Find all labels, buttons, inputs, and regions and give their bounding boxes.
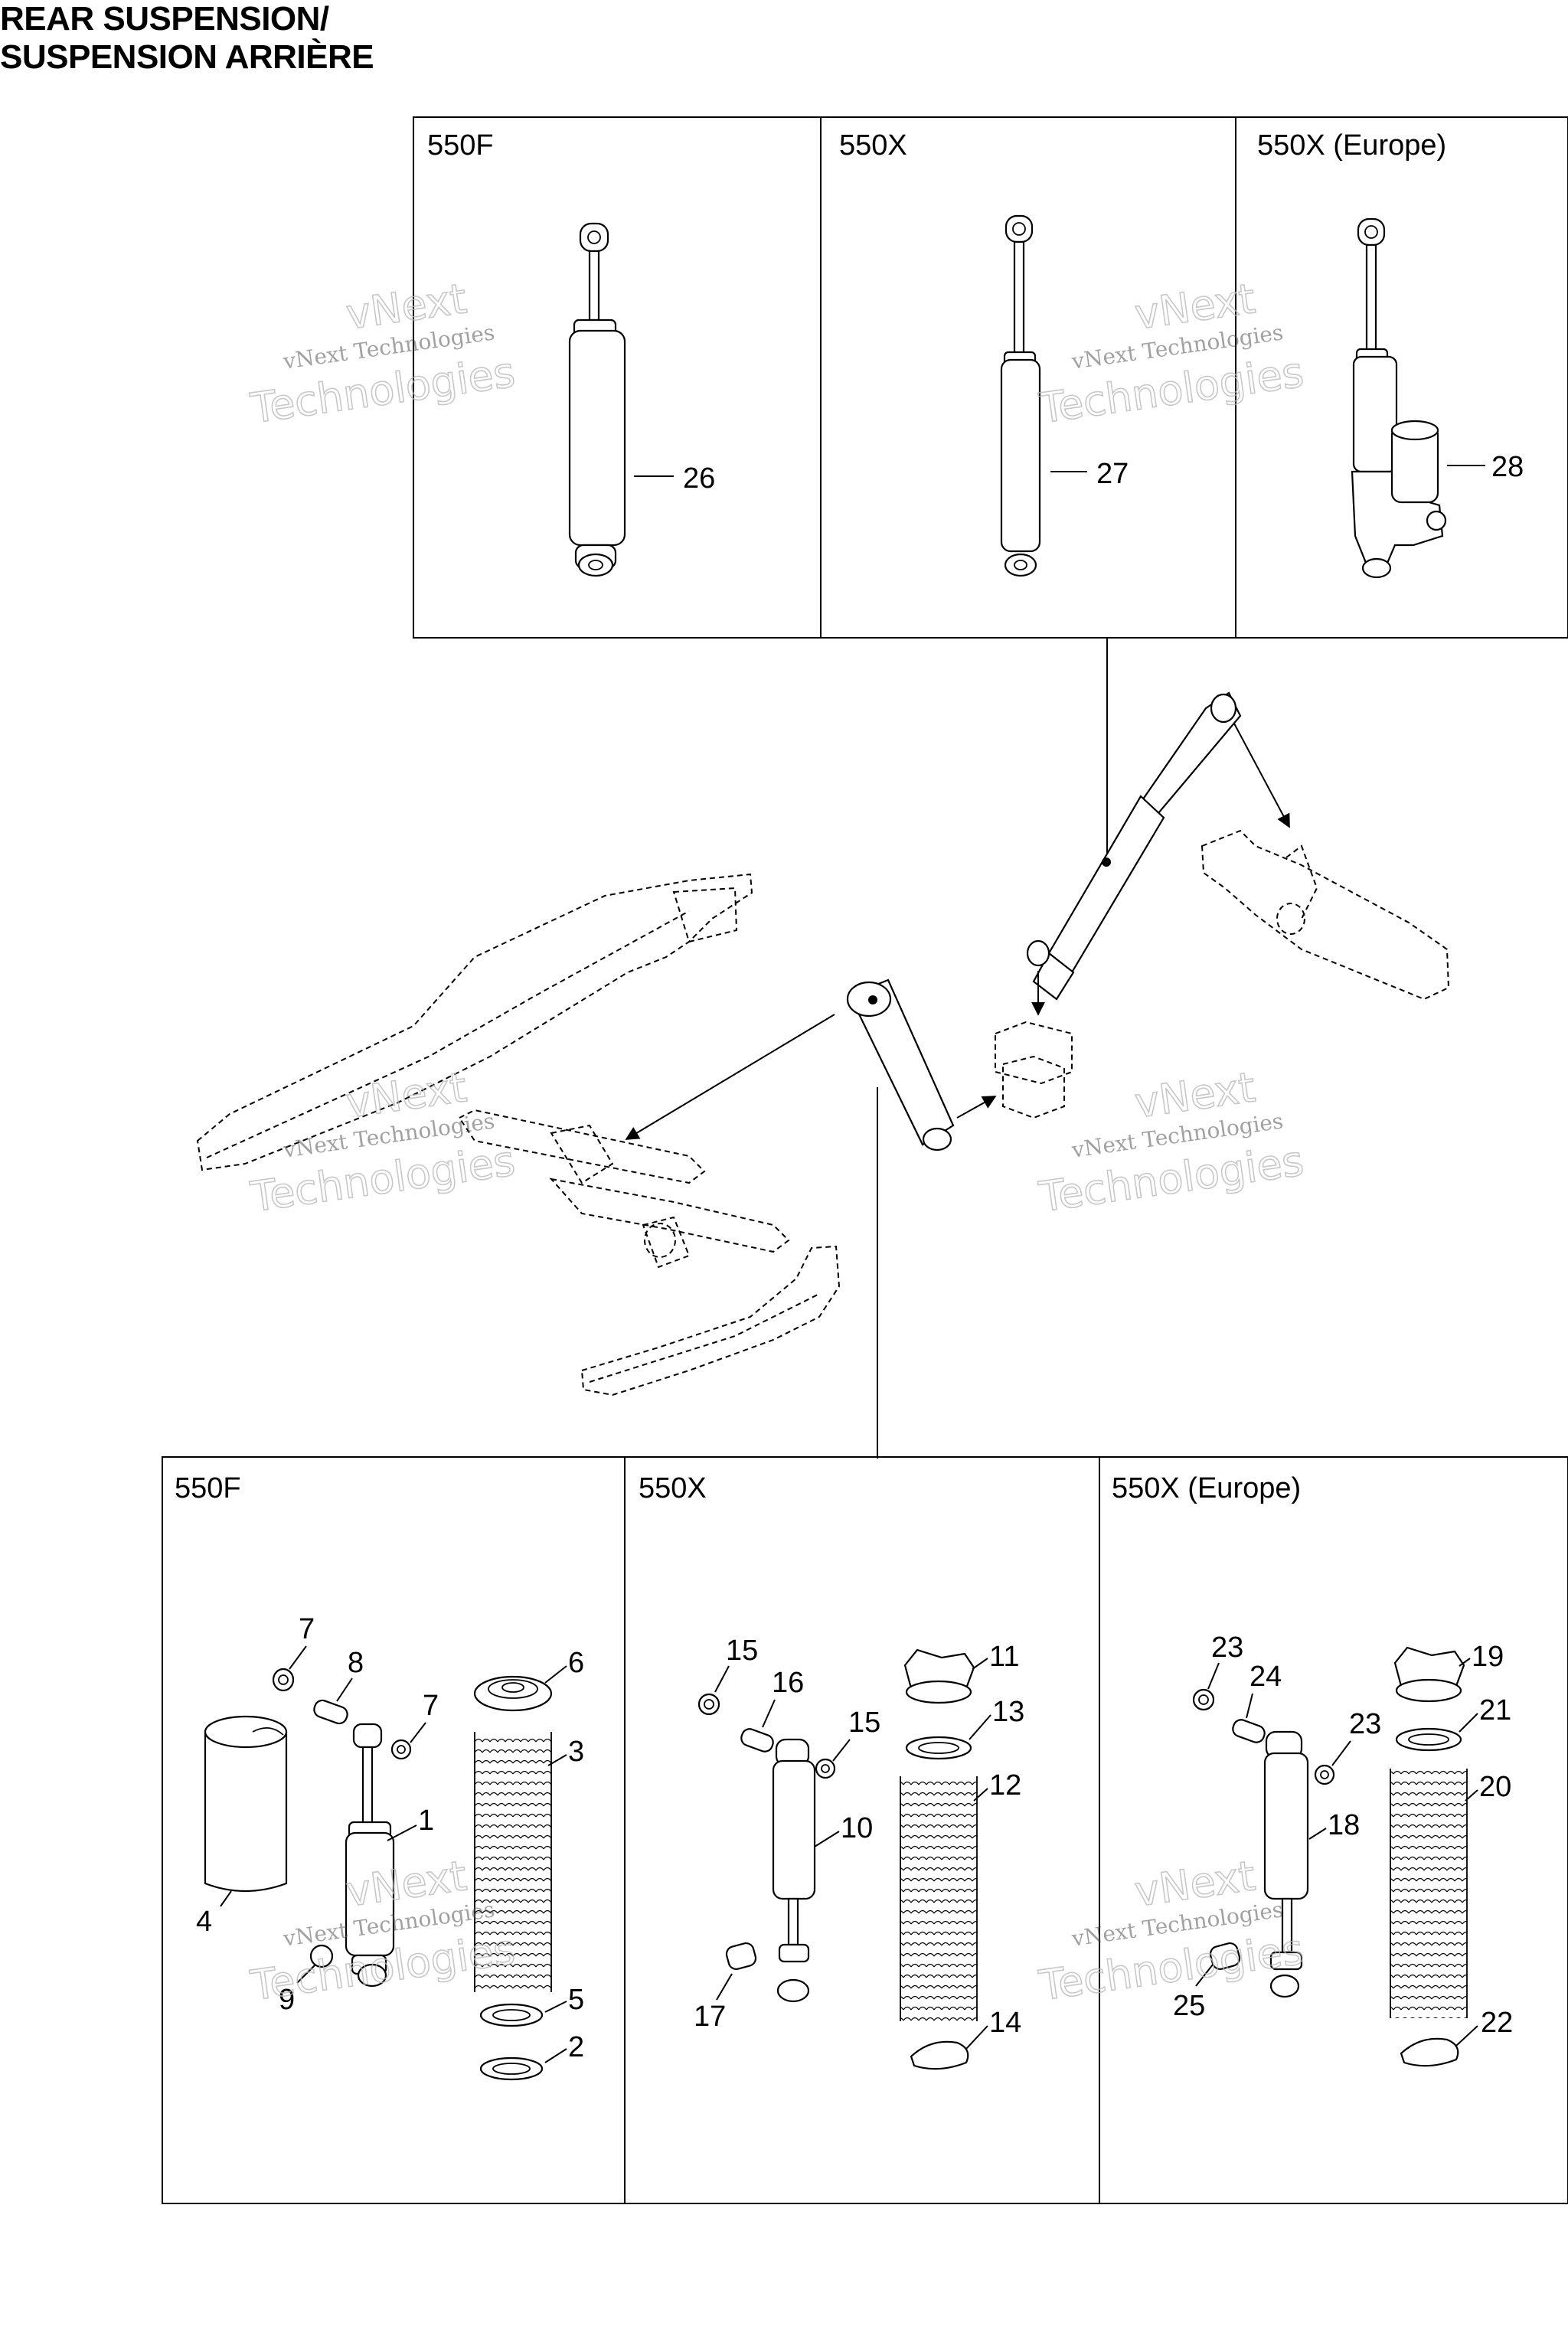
callout-17: 17 bbox=[694, 2001, 726, 2033]
callout-9: 9 bbox=[279, 1984, 295, 2016]
callout-20: 20 bbox=[1479, 1771, 1511, 1803]
top-panel-label-550x-europe: 550X (Europe) bbox=[1257, 129, 1446, 162]
watermark-1: vNext Technologies vNext Technologies bbox=[247, 273, 518, 433]
center-bracket bbox=[995, 1021, 1073, 1085]
installed-coil-shock bbox=[846, 978, 955, 1152]
callout-7: 7 bbox=[299, 1613, 315, 1645]
callout-13: 13 bbox=[992, 1696, 1024, 1728]
watermark-2: vNext Technologies vNext Technologies bbox=[1035, 273, 1307, 433]
callout-2: 2 bbox=[568, 2031, 584, 2063]
exploded-550x: 15 16 15 11 13 12 10 17 14 bbox=[694, 1635, 1024, 2070]
shock-absorber-28: 28 bbox=[1351, 217, 1524, 579]
callout-22: 22 bbox=[1481, 2007, 1513, 2039]
top-panel-group: 550F 550X 550X (Europe) 26 27 bbox=[413, 116, 1568, 639]
rear-arm-upper bbox=[458, 1109, 706, 1184]
callout-23-right: 23 bbox=[1349, 1708, 1381, 1740]
callout-24: 24 bbox=[1250, 1661, 1282, 1693]
bottom-panel-label-550x: 550X bbox=[639, 1472, 707, 1504]
rear-arm-pivot-lower bbox=[642, 1216, 691, 1269]
callout-21: 21 bbox=[1479, 1694, 1511, 1726]
top-panel-label-550x: 550X bbox=[839, 129, 907, 162]
protective-boot bbox=[204, 1730, 288, 1893]
callout-1: 1 bbox=[418, 1805, 434, 1837]
callout-8: 8 bbox=[348, 1647, 364, 1679]
callout-26: 26 bbox=[683, 462, 715, 495]
page-title: REAR SUSPENSION/ SUSPENSION ARRIÈRE bbox=[0, 0, 374, 77]
callout-25: 25 bbox=[1173, 1990, 1205, 2022]
callout-15: 15 bbox=[726, 1635, 758, 1667]
callout-28: 28 bbox=[1491, 451, 1524, 483]
right-rail-inner bbox=[589, 1293, 820, 1383]
exploded-550x-europe: 23 24 23 19 21 20 18 25 22 bbox=[1173, 1632, 1513, 2067]
watermark-3: vNext Technologies vNext Technologies bbox=[247, 1062, 518, 1222]
callout-11: 11 bbox=[989, 1641, 1019, 1673]
callout-27: 27 bbox=[1096, 458, 1129, 490]
rear-arm-pivot bbox=[550, 1124, 614, 1184]
installed-damper bbox=[1026, 691, 1242, 1001]
callout-19: 19 bbox=[1472, 1641, 1504, 1673]
rear-arm-lower bbox=[549, 1178, 790, 1253]
bottom-panel-label-550x-europe: 550X (Europe) bbox=[1112, 1472, 1301, 1504]
arrow-shock-to-bracket bbox=[956, 1096, 997, 1119]
callout-4: 4 bbox=[196, 1906, 212, 1938]
callout-18: 18 bbox=[1328, 1809, 1360, 1841]
callout-7-right: 7 bbox=[423, 1690, 439, 1722]
title-line-french: SUSPENSION ARRIÈRE bbox=[0, 38, 374, 76]
exploded-550f: 7 8 7 6 3 1 4 9 5 2 bbox=[196, 1613, 584, 2081]
callout-10: 10 bbox=[841, 1812, 873, 1844]
top-panels-frame bbox=[413, 116, 1568, 639]
title-line-english: REAR SUSPENSION/ bbox=[0, 0, 329, 38]
callout-12: 12 bbox=[989, 1769, 1021, 1802]
watermark-4: vNext Technologies vNext Technologies bbox=[1035, 1062, 1307, 1222]
shock-absorber-26: 26 bbox=[568, 222, 715, 577]
bottom-panels-frame bbox=[162, 1456, 1568, 2204]
callout-5: 5 bbox=[568, 1984, 584, 2016]
callout-23: 23 bbox=[1211, 1632, 1243, 1664]
left-rail-inner bbox=[206, 910, 690, 1158]
arrow-to-rear-arm bbox=[625, 1014, 835, 1140]
callout-16: 16 bbox=[772, 1667, 804, 1699]
top-panel-label-550f: 550F bbox=[427, 129, 494, 162]
rail-bracket bbox=[672, 887, 738, 943]
arrow-to-front-arm bbox=[1233, 723, 1290, 828]
callout-6: 6 bbox=[568, 1647, 584, 1679]
shock-absorber-27: 27 bbox=[1000, 214, 1129, 577]
bottom-panel-group: 550F 550X 550X (Europe) bbox=[162, 1456, 1568, 2204]
front-arm-outline bbox=[1200, 829, 1450, 1001]
right-rail-outline bbox=[580, 1245, 841, 1396]
front-arm-bracket bbox=[1285, 844, 1318, 920]
callout-14: 14 bbox=[989, 2007, 1021, 2039]
callout-15-right: 15 bbox=[848, 1707, 880, 1739]
left-rail-outline bbox=[196, 873, 753, 1171]
rear-suspension-assembly bbox=[196, 691, 1450, 1396]
bottom-panel-label-550f: 550F bbox=[175, 1472, 241, 1504]
callout-3: 3 bbox=[568, 1736, 584, 1768]
center-bracket-lower bbox=[1002, 1055, 1065, 1119]
